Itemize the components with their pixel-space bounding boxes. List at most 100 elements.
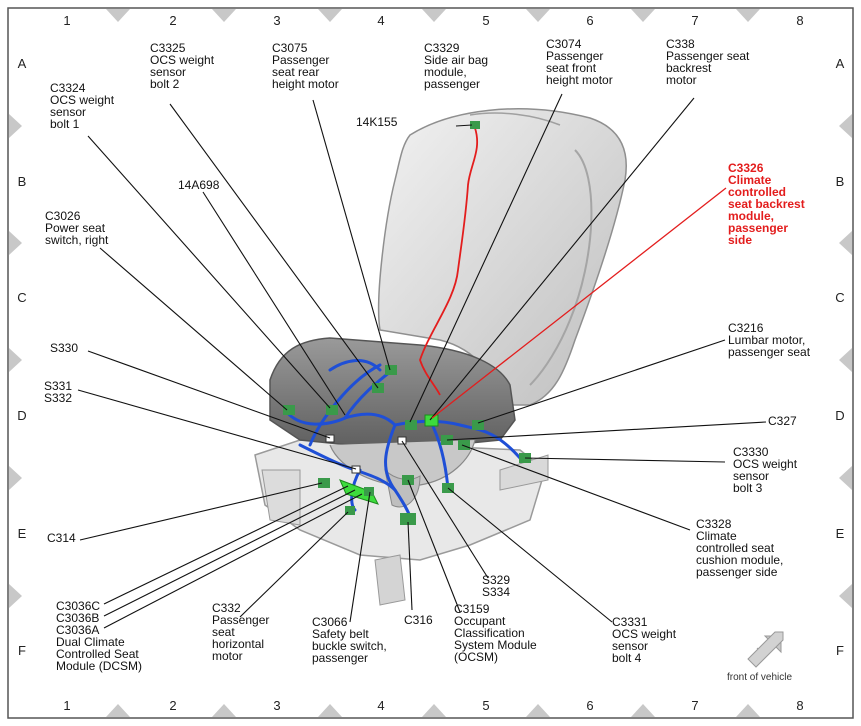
splice-s330 [325, 434, 335, 443]
frame-marker-top-3 [318, 9, 342, 22]
label-c3066-line-1: C3066 [312, 615, 348, 629]
label-s331-line-1: S331 [44, 379, 72, 393]
col-label-top-7: 7 [691, 13, 698, 28]
label-c314-line-1: C314 [47, 531, 76, 545]
leader-c314 [79, 482, 323, 541]
splice-s329 [397, 436, 407, 445]
label-a14a698: 14A698 [178, 178, 220, 192]
frame-marker-right-1 [839, 114, 852, 138]
label-c3328-line-4: cushion module, [696, 553, 783, 567]
label-c3326-line-7: side [728, 233, 752, 247]
label-c3075-line-1: C3075 [272, 41, 308, 55]
leader-c3036a [103, 493, 363, 629]
label-c3328-line-2: Climate [696, 529, 737, 543]
col-label-top-6: 6 [586, 13, 593, 28]
label-c3036-line-3: C3036A [56, 623, 99, 637]
label-c3326-line-6: passenger [728, 221, 788, 235]
label-c338-line-4: motor [666, 73, 697, 87]
label-c3074-line-4: height motor [546, 73, 613, 87]
col-label-bottom-7: 7 [691, 698, 698, 713]
label-c3326-line-4: seat backrest [728, 197, 805, 211]
label-c3066-line-3: buckle switch, [312, 639, 387, 653]
label-c3330-line-4: bolt 3 [733, 481, 763, 495]
label-c3326-line-2: Climate [728, 173, 772, 187]
leader-c3066 [349, 491, 371, 623]
leader-s330 [87, 350, 331, 439]
label-c3026-line-2: Power seat [45, 221, 106, 235]
frame-marker-bottom-2 [212, 704, 236, 717]
label-c316: C316 [404, 613, 433, 627]
label-k14k155-line-1: 14K155 [356, 115, 398, 129]
airbag-harness-red [419, 127, 479, 396]
label-c316-line-1: C316 [404, 613, 433, 627]
leader-c3036c [103, 485, 349, 605]
label-c3325-line-2: OCS weight [150, 53, 215, 67]
col-label-top-8: 8 [796, 13, 803, 28]
label-c3330-line-2: OCS weight [733, 457, 798, 471]
frame-marker-top-4 [422, 9, 446, 22]
label-c3159-line-5: (OCSM) [454, 650, 498, 664]
col-label-bottom-8: 8 [796, 698, 803, 713]
connector-c316 [400, 513, 416, 525]
label-c327: C327 [768, 414, 797, 428]
leader-14a698 [202, 191, 346, 416]
label-c3066-line-2: Safety belt [312, 627, 369, 641]
leader-lines [77, 93, 767, 629]
frame-marker-right-5 [839, 584, 852, 608]
frame-marker-left-4 [9, 466, 22, 490]
frame-marker-top-6 [631, 9, 655, 22]
leader-c3159 [407, 479, 461, 613]
label-c3216-line-2: Lumbar motor, [728, 333, 805, 347]
front-of-vehicle-indicator [747, 631, 784, 668]
connector-c3326 [424, 414, 439, 427]
label-c3329-line-4: passenger [424, 77, 480, 91]
leader-c3331 [447, 487, 613, 623]
label-s330: S330 [50, 341, 78, 355]
frame-marker-top-5 [526, 9, 550, 22]
label-c338-line-3: backrest [666, 61, 712, 75]
label-c3328-line-3: controlled seat [696, 541, 775, 555]
label-c3324-line-3: sensor [50, 105, 86, 119]
row-label-right-f: F [836, 643, 844, 658]
label-c332-line-2: Passenger [212, 613, 269, 627]
row-label-right-a: A [836, 56, 845, 71]
label-c3326-line-3: controlled [728, 185, 786, 199]
label-c3329-line-1: C3329 [424, 41, 460, 55]
label-s330-line-1: S330 [50, 341, 78, 355]
label-a14a698-line-1: 14A698 [178, 178, 220, 192]
label-c3036-line-1: C3036C [56, 599, 100, 613]
label-c3036-line-5: Controlled Seat [56, 647, 139, 661]
col-label-top-2: 2 [169, 13, 176, 28]
seat-track-left [261, 469, 301, 526]
label-c3328-line-5: passenger side [696, 565, 778, 579]
label-c3159-line-3: Classification [454, 626, 525, 640]
leader-c3026 [99, 247, 288, 411]
label-c332-line-1: C332 [212, 601, 241, 615]
leader-c3324 [87, 135, 331, 409]
leader-c3326 [431, 187, 727, 419]
label-c3330-line-1: C3330 [733, 445, 769, 459]
leader-c3036b [103, 489, 356, 617]
connector-c332 [345, 506, 355, 515]
label-c3075-line-4: height motor [272, 77, 339, 91]
row-label-right-d: D [835, 408, 844, 423]
frame-marker-left-2 [9, 231, 22, 255]
label-s331-line-2: S332 [44, 391, 72, 405]
frame-marker-left-5 [9, 584, 22, 608]
leader-c3216 [477, 339, 726, 424]
row-label-left-c: C [17, 290, 26, 305]
connector-c3074 [405, 420, 417, 430]
leader-c3330 [524, 457, 726, 463]
connector-c3066 [364, 487, 374, 496]
col-label-bottom-3: 3 [273, 698, 280, 713]
diagram-frame [7, 7, 854, 719]
label-c3036-line-4: Dual Climate [56, 635, 125, 649]
